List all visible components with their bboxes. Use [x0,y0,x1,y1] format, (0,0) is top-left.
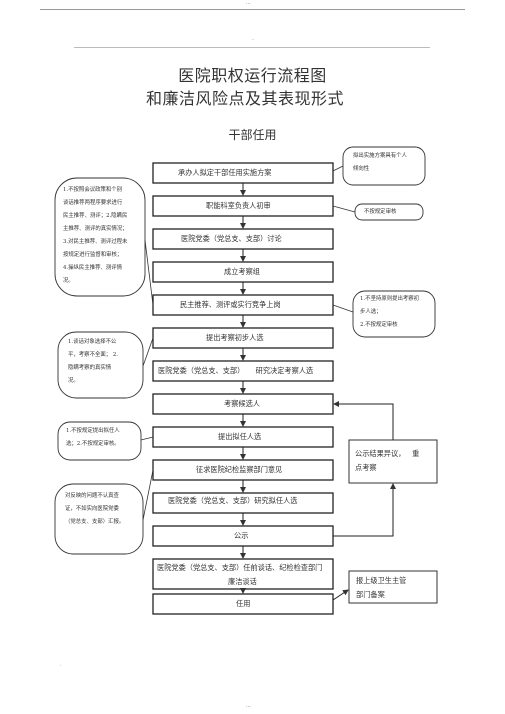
step-form-inspection-team: 成立考察组 [224,267,260,276]
step-discipline-opinion: 征求医院纪检监察部门意见 [196,465,283,474]
footer-dot: . [60,662,62,668]
risk-note-left-1 [54,177,146,297]
risk-note-right-2-text: 不按规定审核 [364,209,397,215]
step-propose-appointee: 提出拟任人选 [218,432,262,441]
risk-note-right-3 [352,290,436,338]
step-party-discussion: 医院党委（党总支、支部）讨论 [181,234,282,243]
step-inspect-candidates: 考察候选人 [224,399,260,408]
step-box-14 [152,593,334,615]
step-pre-appointment-talk: 医院党委（党总支、支部）任前谈话、纪检检查部门 [157,563,323,572]
page-title-line2: 和廉洁风险点及其表现形式 [145,89,344,108]
report-filing-box [348,570,438,604]
step-appoint: 任用 [236,599,251,608]
page-top-mark: ... [246,0,251,6]
step-draft-plan: 承办人拟定干部任用实施方案 [178,168,272,177]
risk-note-left-3-text: 1.不按规定提出拟任人 选；2.不按规定审核。 [66,428,120,447]
risk-note-left-2-text: 1.谈话对象选择不公 平，考察不全面； 2. 隐瞒考察的真实情 况。 [68,339,118,384]
risk-note-left-4-text: 对反映的问题不认真查 证，不如实向医院党委 （党总支、支部）汇报。 [65,493,125,525]
header-rule [74,47,430,48]
risk-note-right-1-text: 拟出实施方案具有个人 倾向性 [353,153,407,172]
step-integrity-talk: 廉洁谈话 [228,577,257,586]
header-dot: - [252,37,254,43]
report-filing-text: 报上级卫生主管 部门备案 [356,576,407,599]
page-bottom-mark: ... [246,703,251,709]
page-subtitle: 干部任用 [228,128,277,142]
publicity-objection-text: 公示结果异议， 重 点考察 [355,449,420,472]
step-publicity: 公示 [234,531,249,540]
risk-note-left-3 [57,421,142,461]
risk-note-right-3-text: 1.不坚持原则提出考察初 步人选； 2.不按规定审核 [360,296,420,328]
step-decide-candidates: 医院党委（党总支、支部） 研究决定考察人选 [158,366,314,375]
step-preliminary-review: 职能科室负责人初审 [206,201,271,210]
risk-note-left-1-text: 1.不按照会议政策和个别 谈话推荐两程序要求进行 民主推荐、测评；2.隐瞒民 主… [63,187,128,284]
step-initial-candidates: 提出考察初步人选 [206,333,264,342]
page-title-line1: 医院职权运行流程图 [178,66,327,85]
page-top-rule [40,9,465,10]
step-party-study: 医院党委（党总支、支部）研究拟任人选 [168,496,298,505]
step-democratic-recommendation: 民主推荐、测评或实行竞争上岗 [180,300,281,309]
